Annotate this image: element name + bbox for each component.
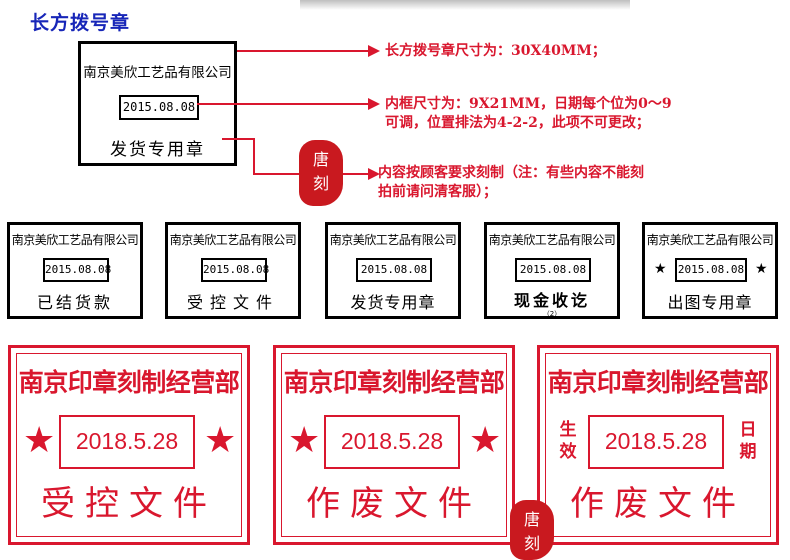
red-stamp-date: 2018.5.28	[59, 415, 195, 469]
red-stamp-inner-border	[16, 353, 242, 537]
red-stamp-inner-border	[281, 353, 507, 537]
small-stamp-5: 南京美欣工艺品有限公司 ★ 2015.08.08 ★ 出图专用章	[642, 222, 778, 319]
red-stamp-right-label: 日 期	[733, 419, 763, 463]
main-stamp-purpose: 发货专用章	[110, 140, 205, 160]
red-stamp-purpose: 作废文件	[306, 484, 482, 524]
small-stamp-date: 2015.08.08	[201, 258, 269, 282]
tang-seal-logo-bottom: 唐 刻	[510, 500, 554, 560]
star-icon: ★	[755, 261, 768, 277]
content-pointer-line-v	[253, 138, 255, 175]
small-stamp-company: 南京美欣工艺品有限公司	[488, 233, 616, 247]
content-note-line1: 内容按顾客要求刻制（注：有些内容不能刻	[378, 165, 644, 181]
small-stamp-date: 2015.08.08	[675, 258, 747, 282]
star-icon: ★	[23, 420, 56, 461]
left-char-2: 效	[559, 442, 577, 462]
star-icon: ★	[288, 420, 321, 461]
seal-char-2: 刻	[312, 174, 329, 193]
small-stamp-purpose: 已结货款	[36, 293, 113, 312]
red-stamp-left-label: 生 效	[553, 419, 583, 463]
main-stamp-date: 2015.08.08	[119, 95, 199, 120]
content-note-line2: 拍前请问清客服）；	[378, 184, 497, 200]
star-icon: ★	[654, 261, 667, 277]
small-stamp-date: 2015.08.08	[43, 258, 111, 282]
small-stamp-purpose: 受控文件	[186, 293, 279, 312]
seal-char-1: 唐	[312, 150, 329, 169]
small-stamp-sub: （2）	[542, 310, 562, 318]
main-stamp: 南京美欣工艺品有限公司 2015.08.08 发货专用章	[78, 41, 237, 166]
content-pointer-line-h-top	[222, 138, 255, 140]
content-arrow-icon	[368, 168, 380, 180]
red-stamp-3: 南京印章刻制经营部 生 效 2018.5.28 日 期 作废文件	[537, 345, 779, 545]
size-pointer-line	[237, 50, 370, 52]
main-stamp-company: 南京美欣工艺品有限公司	[83, 65, 232, 81]
small-stamp-company: 南京美欣工艺品有限公司	[329, 233, 457, 247]
inner-arrow-icon	[368, 98, 380, 110]
red-stamp-company: 南京印章刻制经营部	[18, 368, 240, 397]
size-arrow-icon	[368, 45, 380, 57]
left-char-1: 生	[559, 420, 577, 440]
small-stamp-company: 南京美欣工艺品有限公司	[11, 233, 139, 247]
small-stamp-3: 南京美欣工艺品有限公司 2015.08.08 发货专用章	[325, 222, 461, 319]
seal-char-1: 唐	[523, 510, 540, 529]
red-stamp-date: 2018.5.28	[588, 415, 724, 469]
page-title: 长方拨号章	[30, 12, 131, 34]
small-stamp-company: 南京美欣工艺品有限公司	[169, 233, 297, 247]
star-icon: ★	[469, 420, 502, 461]
tang-seal-logo: 唐 刻	[299, 140, 343, 206]
red-stamp-inner-border	[545, 353, 771, 537]
small-stamp-purpose: 现金收讫	[513, 291, 590, 310]
red-stamp-1: 南京印章刻制经营部 ★ 2018.5.28 ★ 受控文件	[8, 345, 250, 545]
inner-pointer-line	[197, 103, 370, 105]
red-stamp-2: 南京印章刻制经营部 ★ 2018.5.28 ★ 作废文件	[273, 345, 515, 545]
small-stamp-2: 南京美欣工艺品有限公司 2015.08.08 受控文件	[165, 222, 301, 319]
inner-note-line2: 可调，位置排法为4-2-2，此项不可更改；	[385, 115, 650, 131]
small-stamp-purpose: 出图专用章	[667, 293, 753, 312]
red-stamp-company: 南京印章刻制经营部	[547, 368, 769, 397]
red-stamp-date: 2018.5.28	[324, 415, 460, 469]
right-char-2: 期	[739, 442, 757, 462]
right-char-1: 日	[739, 420, 757, 440]
inner-note-line1: 内框尺寸为：9X21MM，日期每个位为0～9	[385, 96, 672, 112]
red-stamp-purpose: 受控文件	[41, 484, 217, 524]
red-stamp-company: 南京印章刻制经营部	[283, 368, 505, 397]
star-icon: ★	[204, 420, 237, 461]
small-stamp-company: 南京美欣工艺品有限公司	[646, 233, 774, 247]
size-note: 长方拨号章尺寸为：30X40MM；	[385, 43, 606, 59]
seal-char-2: 刻	[523, 534, 540, 553]
top-shadow	[300, 0, 630, 10]
small-stamp-4: 南京美欣工艺品有限公司 2015.08.08 现金收讫 （2）	[484, 222, 620, 319]
small-stamp-purpose: 发货专用章	[350, 293, 436, 312]
small-stamp-1: 南京美欣工艺品有限公司 2015.08.08 已结货款	[7, 222, 143, 319]
small-stamp-date: 2015.08.08	[515, 258, 591, 282]
red-stamp-purpose: 作废文件	[570, 484, 746, 524]
small-stamp-date: 2015.08.08	[356, 258, 432, 282]
